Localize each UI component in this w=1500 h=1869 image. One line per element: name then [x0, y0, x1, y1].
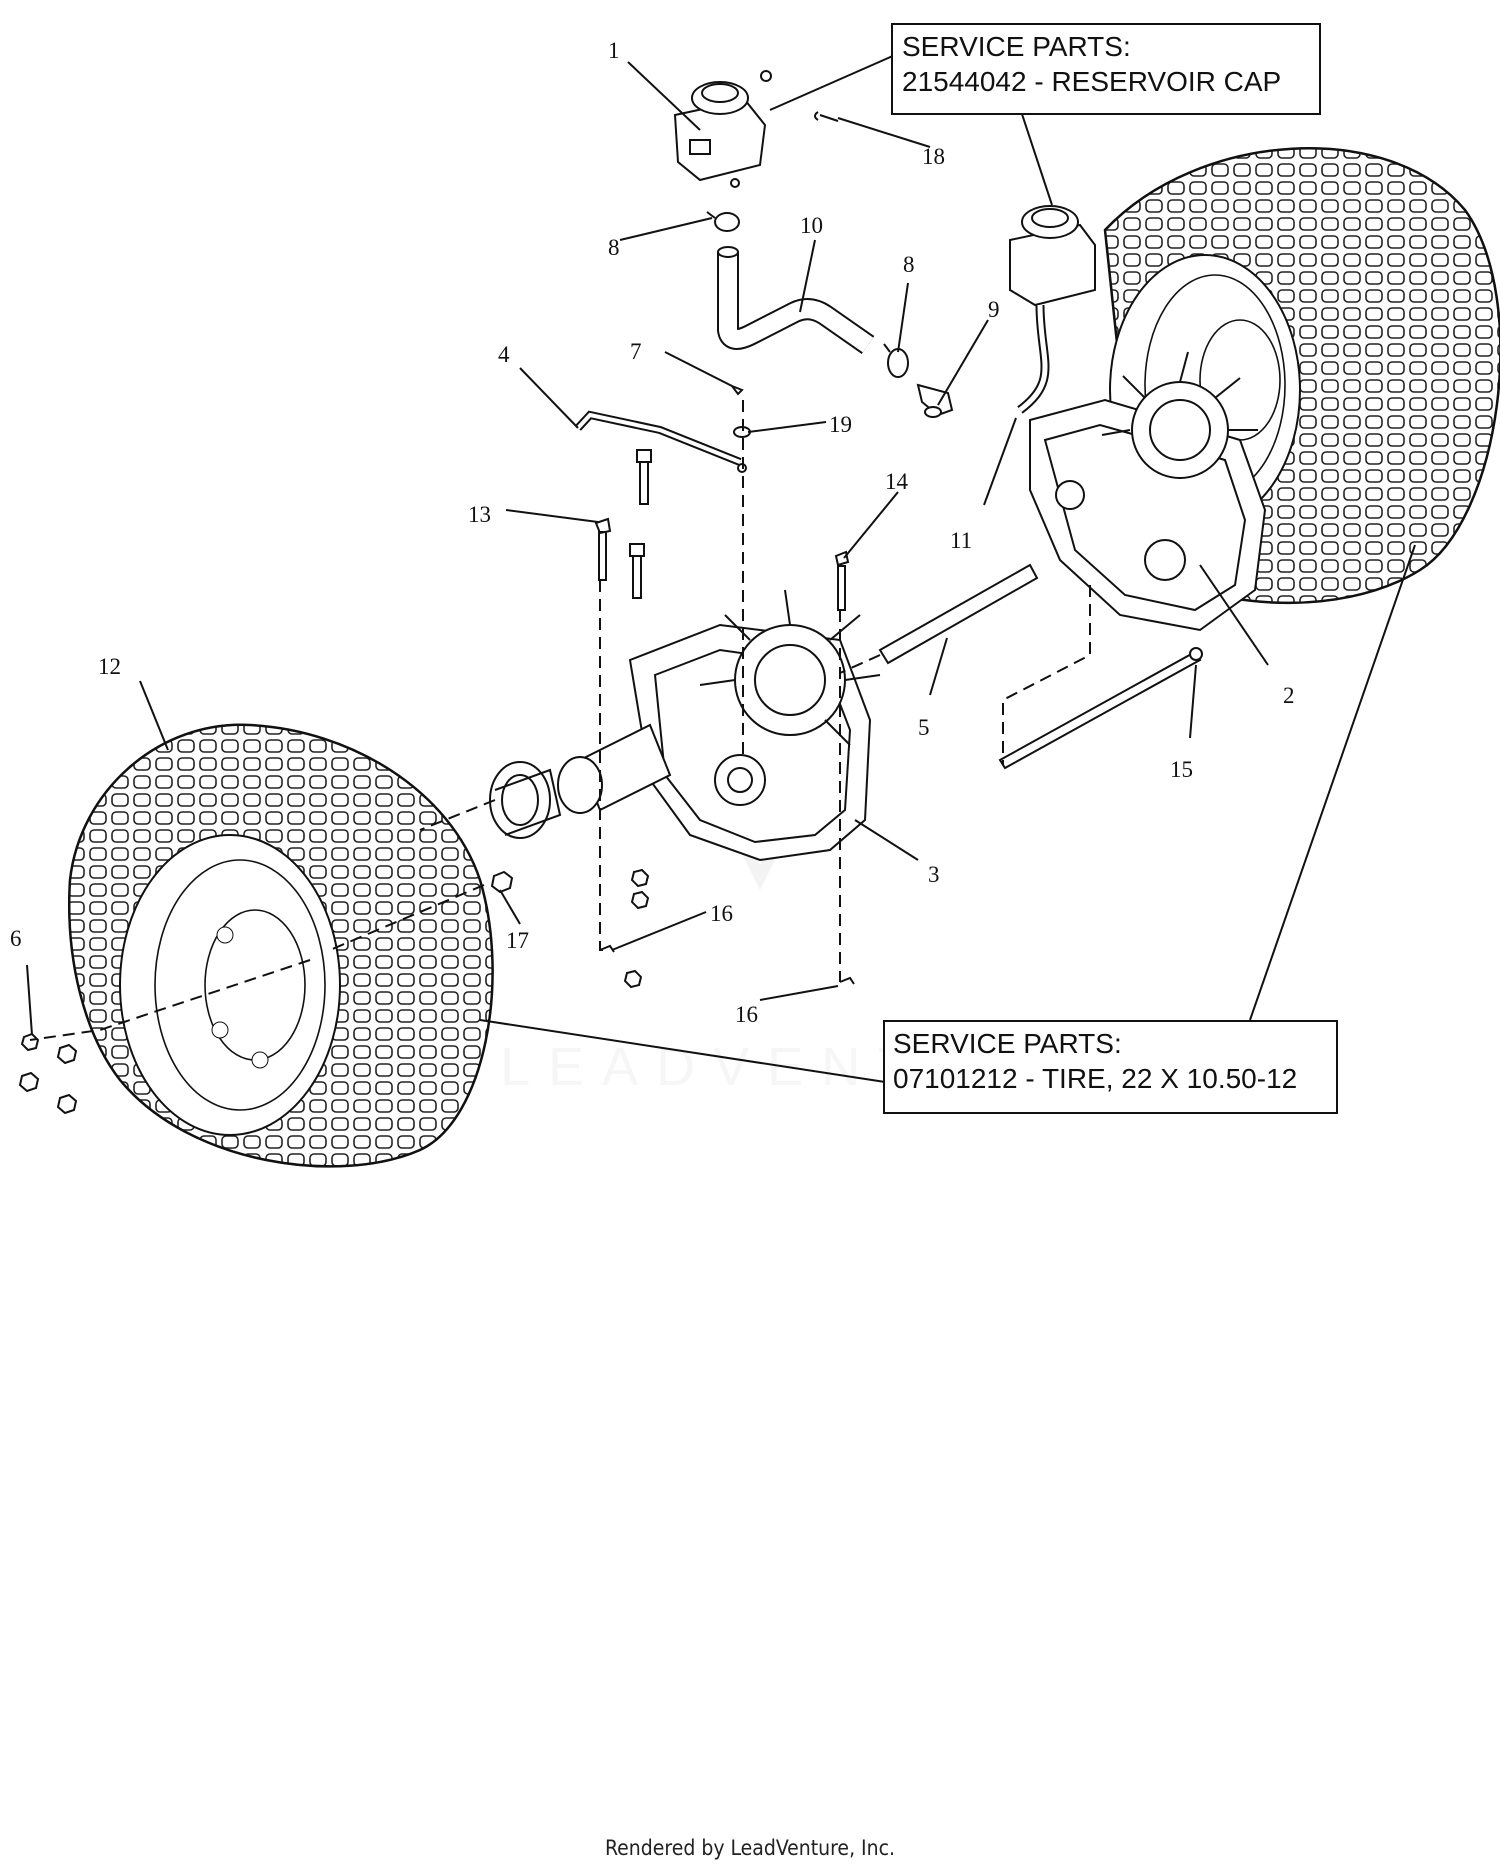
right-reservoir	[1009, 205, 1096, 414]
hose	[717, 246, 875, 355]
service-box-cap-line2: 21544042 - RESERVOIR CAP	[902, 66, 1281, 97]
clip	[729, 383, 744, 396]
callout-8b: 8	[903, 252, 915, 277]
service-box-tire: SERVICE PARTS: 07101212 - TIRE, 22 X 10.…	[883, 1020, 1338, 1114]
callout-13: 13	[468, 502, 491, 527]
callout-7: 7	[630, 339, 642, 364]
pin	[814, 111, 839, 122]
callout-3: 3	[928, 862, 940, 887]
callout-4: 4	[498, 342, 510, 367]
callout-1: 1	[608, 38, 620, 63]
callout-16b: 16	[735, 1002, 758, 1027]
callout-11: 11	[950, 528, 972, 553]
elbow-fitting	[916, 383, 954, 418]
service-box-tire-line1: SERVICE PARTS:	[893, 1028, 1122, 1059]
callout-16a: 16	[710, 901, 733, 926]
callout-5: 5	[918, 715, 930, 740]
footer-credit: Rendered by LeadVenture, Inc.	[605, 1836, 895, 1860]
hose-clamp-left	[706, 211, 740, 232]
service-box-tire-line2: 07101212 - TIRE, 22 X 10.50-12	[893, 1063, 1297, 1094]
leader-lines	[26, 54, 1416, 1083]
hose-clamp-right	[883, 343, 909, 378]
axle-shaft	[878, 563, 1039, 665]
rod	[998, 647, 1203, 770]
callout-2: 2	[1283, 683, 1295, 708]
callout-6: 6	[10, 926, 22, 951]
center-transaxle	[489, 589, 881, 862]
callout-15: 15	[1170, 757, 1193, 782]
top-reservoir	[673, 70, 772, 188]
left-tire	[68, 723, 494, 1168]
callout-18: 18	[922, 144, 945, 169]
callout-9: 9	[988, 297, 1000, 322]
callout-17: 17	[506, 928, 529, 953]
bolts	[594, 449, 850, 611]
assembly-lines	[29, 400, 1091, 1041]
service-box-cap-line1: SERVICE PARTS:	[902, 31, 1131, 62]
callout-10: 10	[800, 213, 823, 238]
callout-19: 19	[829, 412, 852, 437]
control-rod	[575, 410, 742, 466]
callout-12: 12	[98, 654, 121, 679]
service-box-cap: SERVICE PARTS: 21544042 - RESERVOIR CAP	[891, 23, 1321, 115]
callout-labels: 1 2 3 4 5 6 7 8 8 9 10 11 12 13 14 15 16…	[10, 38, 1295, 1027]
callout-8a: 8	[608, 235, 620, 260]
callout-14: 14	[885, 469, 909, 494]
